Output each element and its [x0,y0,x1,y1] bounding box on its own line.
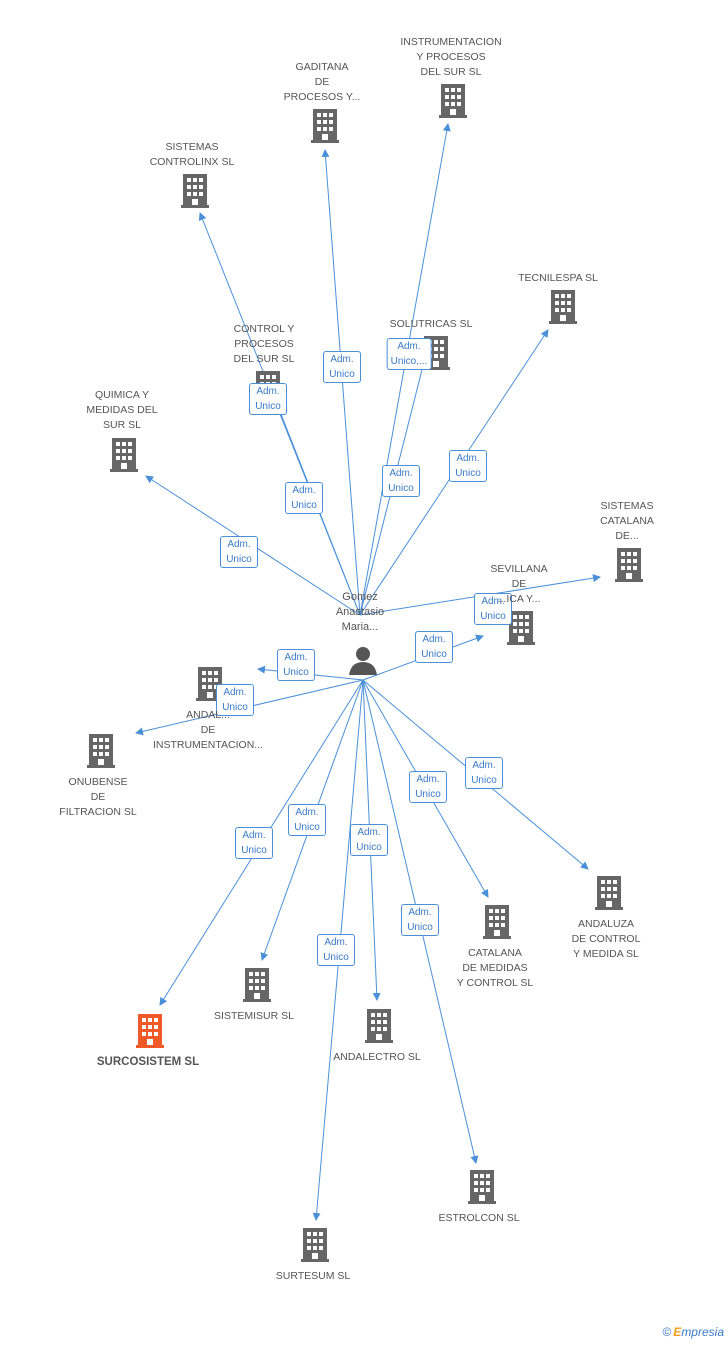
company-name[interactable]: CATALANA DE MEDIDAS Y CONTROL SL [456,947,534,989]
edge-role-label[interactable]: Adm. Unico [249,383,287,415]
edge-role-label[interactable]: Adm. Unico [415,631,453,663]
edge-role-label[interactable]: Adm. Unico [401,904,439,936]
edge-role-label[interactable]: Adm. Unico [216,684,254,716]
building-icon[interactable] [365,1009,393,1043]
company-name[interactable]: ANDALUZA DE CONTROL Y MEDIDA SL [571,918,641,960]
edge-role-label[interactable]: Adm. Unico [465,757,503,789]
copyright-symbol: © [662,1325,672,1339]
edge-role-label[interactable]: Adm. Unico [409,771,447,803]
building-icon[interactable] [483,905,511,939]
building-icon[interactable] [301,1228,329,1262]
building-icon[interactable] [243,968,271,1002]
building-icon[interactable] [439,84,467,118]
brand-name: mpresia [681,1325,724,1339]
company-name[interactable]: ONUBENSE DE FILTRACION SL [59,776,137,818]
edge-role-label[interactable]: Adm. Unico [382,465,420,497]
company-name[interactable]: SISTEMISUR SL [214,1010,294,1022]
edge-role-label[interactable]: Adm. Unico [220,536,258,568]
building-icon[interactable] [181,174,209,208]
company-name[interactable]: SOLUTRICAS SL [389,318,473,330]
company-name[interactable]: SISTEMAS CATALANA DE... [600,500,654,542]
person-icon [349,647,377,675]
building-icon[interactable] [311,109,339,143]
company-name[interactable]: SURCOSISTEM SL [96,1056,200,1068]
edge-role-label[interactable]: Adm. Unico [317,934,355,966]
edge-role-label[interactable]: Adm. Unico [277,649,315,681]
person-name[interactable]: Gomez Anastasio Maria... [335,591,385,633]
company-name[interactable]: ANDALECTRO SL [333,1051,421,1063]
building-icon[interactable] [136,1014,164,1048]
building-icon[interactable] [595,876,623,910]
company-name[interactable]: SISTEMAS CONTROLINX SL [149,141,235,168]
building-icon[interactable] [110,438,138,472]
edge-role-label[interactable]: Adm. Unico [449,450,487,482]
company-name[interactable]: GADITANA DE PROCESOS Y... [283,61,361,103]
edge-role-label[interactable]: Adm. Unico [235,827,273,859]
edge-role-label[interactable]: Adm. Unico [285,482,323,514]
edge-role-label[interactable]: Adm. Unico,... [386,338,432,370]
building-icon[interactable] [615,548,643,582]
company-name[interactable]: INSTRUMENTACION Y PROCESOS DEL SUR SL [400,36,502,78]
company-name[interactable]: ESTROLCON SL [438,1212,520,1224]
company-name[interactable]: TECNILESPA SL [518,272,598,284]
company-name[interactable]: ANDAL... DE INSTRUMENTACION... [152,709,264,751]
edge-role-label[interactable]: Adm. Unico [323,351,361,383]
edge-role-label[interactable]: Adm. Unico [350,824,388,856]
company-name[interactable]: QUIMICA Y MEDIDAS DEL SUR SL [86,389,158,431]
brand-initial: E [673,1325,682,1339]
company-name[interactable]: SURTESUM SL [275,1270,351,1282]
company-name[interactable]: SEVILLANA DE ...ICA Y... [490,563,548,605]
building-icon[interactable] [87,734,115,768]
building-icon[interactable] [468,1170,496,1204]
edge-role-label[interactable]: Adm. Unico [474,593,512,625]
building-icon[interactable] [549,290,577,324]
edge-role-label[interactable]: Adm. Unico [288,804,326,836]
company-name[interactable]: CONTROL Y PROCESOS DEL SUR SL [233,323,295,365]
footer-brand: ©Empresia [662,1325,724,1339]
